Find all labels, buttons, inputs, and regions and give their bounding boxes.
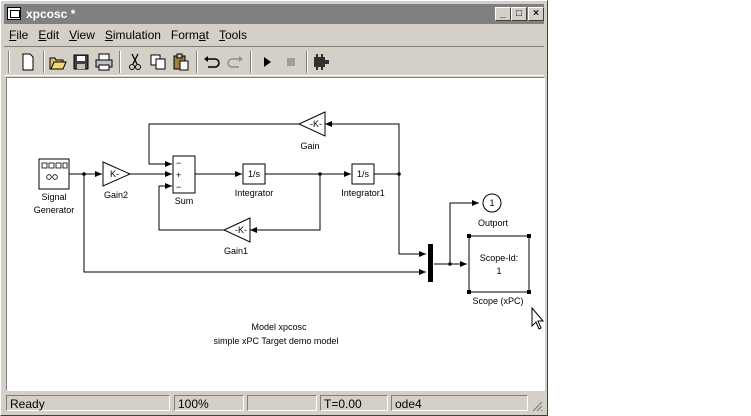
- gain-label: Gain: [300, 141, 319, 151]
- line-gain-to-sum[interactable]: [148, 123, 299, 167]
- print-icon[interactable]: [94, 52, 114, 72]
- toolbar-separator: [250, 51, 252, 73]
- status-zoom: 100%: [174, 395, 244, 411]
- model-window: xpcosc * _ □ × File Edit View Simulation For…: [0, 0, 548, 416]
- title-bar[interactable]: xpcosc * _ □ ×: [4, 4, 544, 24]
- status-empty: [247, 395, 317, 411]
- sum-sign-3: −: [176, 182, 181, 192]
- scope-xpc-block[interactable]: Scope-Id: 1 Scope (xPC): [467, 234, 531, 306]
- save-icon[interactable]: [71, 52, 91, 72]
- gain-symbol: -K-: [310, 119, 322, 129]
- model-annotation-subtitle: simple xPC Target demo model: [214, 336, 339, 346]
- branch-points: [82, 172, 452, 266]
- cut-icon[interactable]: [125, 52, 145, 72]
- outport-label: Outport: [478, 218, 509, 228]
- start-icon[interactable]: [257, 52, 277, 72]
- resize-grip-icon[interactable]: [531, 400, 543, 412]
- simulink-app-icon[interactable]: [7, 7, 21, 20]
- status-state: Ready: [6, 395, 170, 411]
- menu-format[interactable]: Format: [170, 28, 209, 42]
- signal-generator-label-1: Signal: [41, 192, 66, 202]
- sum-sign-1: −: [176, 158, 181, 168]
- integrator-label: Integrator: [235, 188, 274, 198]
- integrator1-label: Integrator1: [341, 188, 385, 198]
- stop-icon[interactable]: [281, 52, 301, 72]
- outport-block[interactable]: 1 Outport: [478, 193, 509, 228]
- maximize-button[interactable]: □: [511, 7, 527, 21]
- toolbar-separator: [196, 51, 198, 73]
- line-gain1-to-sum[interactable]: [158, 183, 224, 231]
- toolbar-separator: [119, 51, 121, 73]
- block-diagram: Signal Generator K- Gain2 − + − Sum 1/s: [34, 111, 544, 346]
- redo-icon[interactable]: [225, 52, 245, 72]
- line-to-gain[interactable]: [325, 121, 400, 175]
- gain2-block[interactable]: K- Gain2: [102, 161, 132, 200]
- gain-block[interactable]: -K- Gain: [297, 111, 326, 151]
- paste-icon[interactable]: [171, 52, 191, 72]
- gain1-block[interactable]: -K- Gain1: [222, 217, 251, 256]
- gain2-symbol: K-: [110, 169, 119, 179]
- line-to-mux-in2[interactable]: [398, 174, 426, 257]
- scope-label: Scope (xPC): [472, 296, 523, 306]
- gain1-label: Gain1: [224, 246, 248, 256]
- sum-label: Sum: [175, 196, 194, 206]
- line-to-gain1[interactable]: [250, 174, 321, 233]
- signal-generator-label-2: Generator: [34, 205, 75, 215]
- gain1-symbol: -K-: [235, 225, 247, 235]
- menu-bar: File Edit View Simulation Format Tools: [4, 26, 252, 44]
- status-bar: Ready 100% T=0.00 ode4: [4, 394, 544, 413]
- copy-icon[interactable]: [148, 52, 168, 72]
- status-time: T=0.00: [320, 395, 388, 411]
- model-canvas[interactable]: Signal Generator K- Gain2 − + − Sum 1/s: [6, 77, 545, 391]
- mouse-cursor-icon: [531, 306, 544, 330]
- toolbar-separator: [306, 51, 308, 73]
- close-button[interactable]: ×: [528, 7, 544, 21]
- outport-number: 1: [489, 198, 494, 208]
- new-icon[interactable]: [18, 52, 38, 72]
- scope-id-text: Scope-Id:: [480, 253, 519, 263]
- status-solver: ode4: [391, 395, 528, 411]
- scope-id-value: 1: [496, 266, 501, 276]
- menu-view[interactable]: View: [69, 28, 95, 42]
- line-mux-to-outport[interactable]: [449, 200, 479, 264]
- mux-block[interactable]: [428, 244, 433, 282]
- open-icon[interactable]: [48, 52, 68, 72]
- signal-generator-block[interactable]: Signal Generator: [34, 158, 75, 215]
- gain2-label: Gain2: [104, 190, 128, 200]
- window-title: xpcosc *: [26, 7, 76, 21]
- toolbar: [4, 46, 544, 76]
- integrator-block[interactable]: 1/s Integrator: [235, 163, 274, 198]
- menu-simulation[interactable]: Simulation: [104, 28, 161, 42]
- library-icon[interactable]: [311, 52, 331, 72]
- undo-icon[interactable]: [202, 52, 222, 72]
- toolbar-separator: [43, 51, 45, 73]
- integrator1-symbol: 1/s: [357, 169, 370, 179]
- toolbar-grip: [8, 51, 10, 73]
- menu-tools[interactable]: Tools: [218, 28, 247, 42]
- signal-lines: [69, 121, 479, 275]
- line-to-mux-in3[interactable]: [83, 174, 426, 275]
- sum-block[interactable]: − + − Sum: [172, 155, 196, 206]
- sum-sign-2: +: [176, 170, 181, 180]
- menu-file[interactable]: File: [9, 28, 29, 42]
- integrator-symbol: 1/s: [248, 169, 261, 179]
- model-annotation-title: Model xpcosc: [251, 322, 307, 332]
- integrator1-block[interactable]: 1/s Integrator1: [341, 163, 385, 198]
- minimize-button[interactable]: _: [495, 7, 511, 21]
- menu-edit[interactable]: Edit: [38, 28, 60, 42]
